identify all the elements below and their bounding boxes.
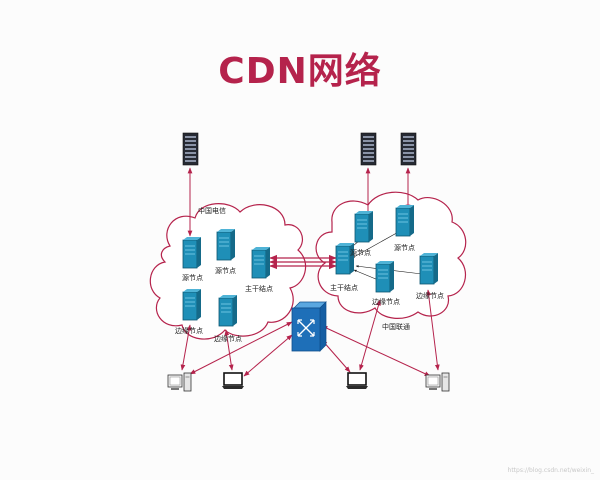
server-icon-left-edge-1 [182, 288, 202, 321]
cloud-label-right: 中国联通 [382, 323, 410, 331]
laptop-icon-right [345, 372, 369, 390]
server-icon-left-source-2 [216, 228, 236, 261]
node-label-left-edge-2: 边缘节点 [214, 335, 242, 343]
network-switch-icon [291, 301, 327, 352]
desktop-pc-icon-right [425, 372, 450, 392]
node-label-left-backbone: 主干结点 [245, 285, 273, 293]
node-label-left-edge-1: 边缘节点 [175, 327, 203, 335]
cloud-label-left: 中国电信 [198, 207, 226, 215]
server-icon-right-source-2 [395, 204, 415, 237]
node-label-left-source-1: 源节点 [182, 274, 203, 282]
node-label-right-source-1: 源节点 [350, 249, 371, 257]
node-label-right-edge-1: 边缘节点 [372, 298, 400, 306]
node-label-right-edge-2: 边缘节点 [416, 292, 444, 300]
page-title: CDN网络 [218, 51, 382, 92]
cloud-right [315, 191, 467, 319]
watermark: https://blog.csdn.net/weixin_ [507, 467, 594, 474]
node-label-left-source-2: 源节点 [215, 267, 236, 275]
laptop-icon-left [221, 372, 245, 390]
server-icon-left-source-1 [182, 236, 202, 269]
origin-server-icon-right-2 [400, 132, 417, 166]
server-icon-left-edge-2 [218, 294, 238, 327]
server-icon-right-edge-1 [375, 260, 395, 293]
desktop-pc-icon-left [167, 372, 192, 392]
server-icon-right-edge-2 [419, 252, 439, 285]
server-icon-right-source-1 [354, 210, 374, 243]
node-label-right-source-2: 源节点 [394, 244, 415, 252]
server-icon-left-backbone [251, 246, 271, 279]
origin-server-icon-right-1 [360, 132, 377, 166]
origin-server-icon-left [182, 132, 199, 166]
node-label-right-backbone: 主干结点 [330, 284, 358, 292]
